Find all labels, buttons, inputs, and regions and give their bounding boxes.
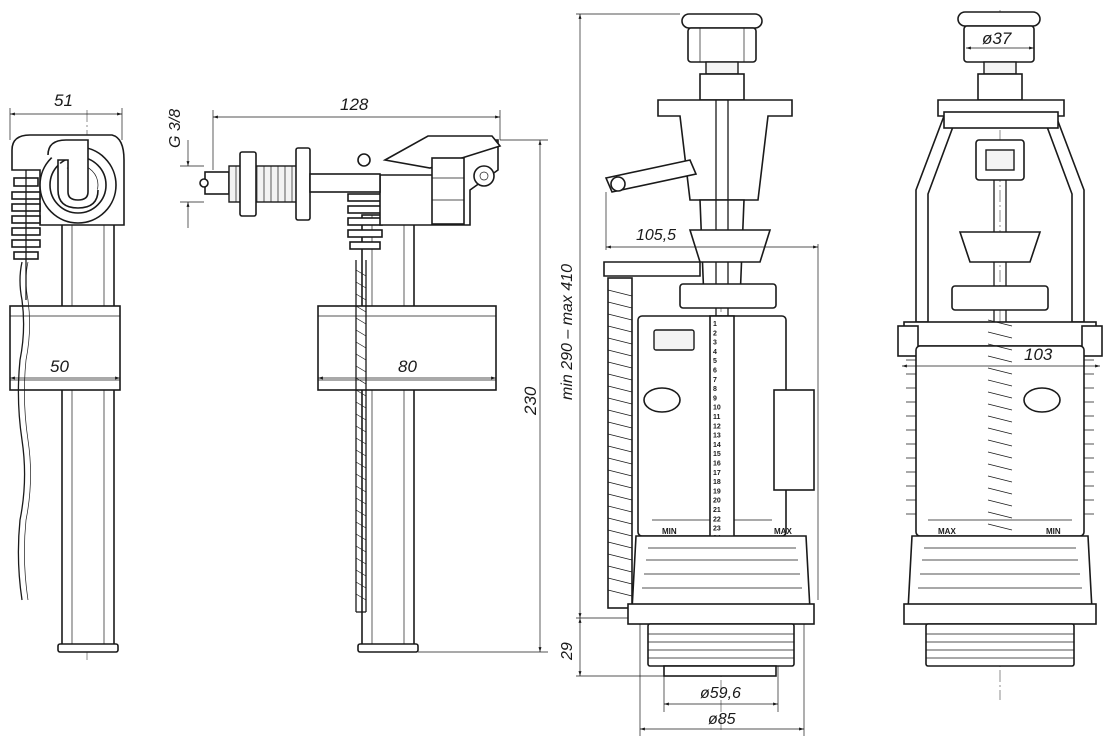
scale-number: 3 <box>713 340 717 347</box>
scale-number: 20 <box>713 498 721 505</box>
scale-number: 23 <box>713 526 721 533</box>
float-lever <box>603 261 701 277</box>
side-threaded-rod <box>355 269 367 601</box>
front-button-cap <box>957 11 1041 27</box>
scale-number: 18 <box>713 479 721 486</box>
front-base-thread <box>925 623 1075 667</box>
inlet-elbow <box>47 139 99 209</box>
min-mark-left: MIN <box>662 527 677 536</box>
front-overflow-cup <box>958 231 1042 263</box>
max-mark-right: MAX <box>938 527 956 536</box>
dim-base-height: 29 <box>559 642 576 661</box>
lock-nut <box>239 151 257 217</box>
dim-side-length: 128 <box>340 95 369 114</box>
scale-number: 13 <box>713 433 721 440</box>
scale-number: 5 <box>713 358 717 365</box>
dim-left-width: 51 <box>54 91 73 110</box>
scale-number: 16 <box>713 461 721 468</box>
dim-flange-diameter: ø85 <box>708 711 736 728</box>
valve-block <box>431 157 465 225</box>
fill-valve-side-view: G 3/8 128 80 230 <box>167 95 548 653</box>
scale-number: 4 <box>713 349 717 356</box>
scale-number: 15 <box>713 451 721 458</box>
base-thread <box>647 623 795 667</box>
dim-float-offset: 105,5 <box>636 227 676 244</box>
push-button-body <box>687 27 757 63</box>
drain-base <box>631 535 811 611</box>
side-chain <box>607 277 633 609</box>
scale-number: 1 <box>713 321 717 328</box>
scale-number: 12 <box>713 423 721 430</box>
drain-valve-front-view: ø37 MAX MIN <box>897 10 1103 700</box>
scale-number: 8 <box>713 386 717 393</box>
scale-number: 14 <box>713 442 721 449</box>
min-mark-right: MIN <box>1046 527 1061 536</box>
front-base <box>907 535 1093 611</box>
front-tank-body <box>915 345 1085 537</box>
side-float-body <box>317 305 497 391</box>
scale-number: 2 <box>713 330 717 337</box>
valve-tube <box>61 189 115 651</box>
cup-flange <box>679 283 777 309</box>
side-arm <box>604 159 698 193</box>
scale-number: 9 <box>713 395 717 402</box>
dim-side-height: 230 <box>521 386 540 416</box>
max-mark-left: MAX <box>774 527 792 536</box>
side-spring <box>347 153 383 250</box>
push-button-cap <box>681 13 763 29</box>
dim-thread: G 3/8 <box>167 109 184 148</box>
scale-number: 22 <box>713 516 721 523</box>
level-scale-numbers: 123456789101112131415161718192021222324 <box>713 321 721 542</box>
drain-valve-side-view: MIN MAX 12345678910111213141516171819202… <box>559 13 819 736</box>
float-body <box>9 305 121 391</box>
fill-valve-front-view: 51 50 <box>9 91 125 660</box>
scale-number: 17 <box>713 470 721 477</box>
scale-number: 21 <box>713 507 721 514</box>
dim-left-float: 50 <box>50 357 69 376</box>
scale-number: 6 <box>713 368 717 375</box>
frame-crossbar <box>943 111 1059 129</box>
float-box <box>773 389 815 491</box>
dim-cistern-height: min 290 – max 410 <box>559 264 576 400</box>
overflow-cup <box>688 229 772 263</box>
dim-thread-diameter: ø59,6 <box>700 685 741 702</box>
spring-coil <box>11 170 41 300</box>
dim-side-float: 80 <box>398 357 417 376</box>
scale-number: 7 <box>713 377 717 384</box>
level-scale <box>709 315 735 553</box>
scale-number: 19 <box>713 488 721 495</box>
dim-button-diameter: ø37 <box>982 29 1012 48</box>
dim-valve-width: 103 <box>1024 345 1053 364</box>
side-valve-tube <box>361 214 415 649</box>
brand-logo-right <box>1023 387 1061 413</box>
washer <box>295 147 311 221</box>
scale-number: 11 <box>713 414 721 421</box>
brand-logo-left <box>643 387 681 413</box>
top-bridge <box>657 99 793 201</box>
bead-chain <box>17 261 31 601</box>
scale-number: 10 <box>713 405 721 412</box>
clip-rail <box>903 321 1097 347</box>
float-arm <box>382 135 502 169</box>
base-flange <box>627 603 815 625</box>
tube-foot <box>57 643 119 653</box>
